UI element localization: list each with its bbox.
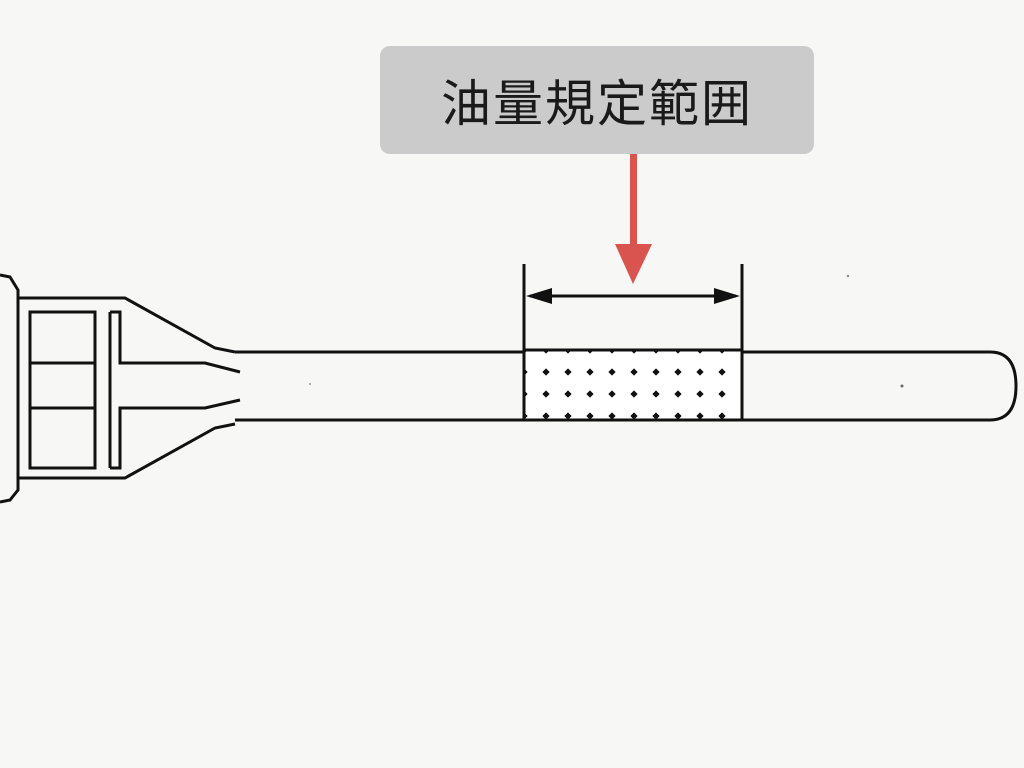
handle-grip-outline [18, 296, 236, 480]
shaft-outline [235, 350, 1018, 422]
dimension-arrowhead-right [714, 288, 740, 304]
handle-end-cap [0, 273, 20, 504]
dimension-arrowhead-left [526, 288, 552, 304]
callout-arrowhead [615, 244, 652, 284]
handle-upper-wing [28, 310, 97, 365]
oil-range-hatch [522, 348, 744, 422]
range-dimension [522, 264, 744, 350]
callout-label: 油量規定範囲 [441, 75, 753, 133]
handle-lower-wing [28, 406, 97, 470]
dipstick-handle [0, 273, 241, 504]
dipstick-shaft [235, 350, 1018, 422]
oil-level-range-callout: 油量規定範囲 [380, 46, 814, 154]
callout-arrow [615, 154, 652, 284]
